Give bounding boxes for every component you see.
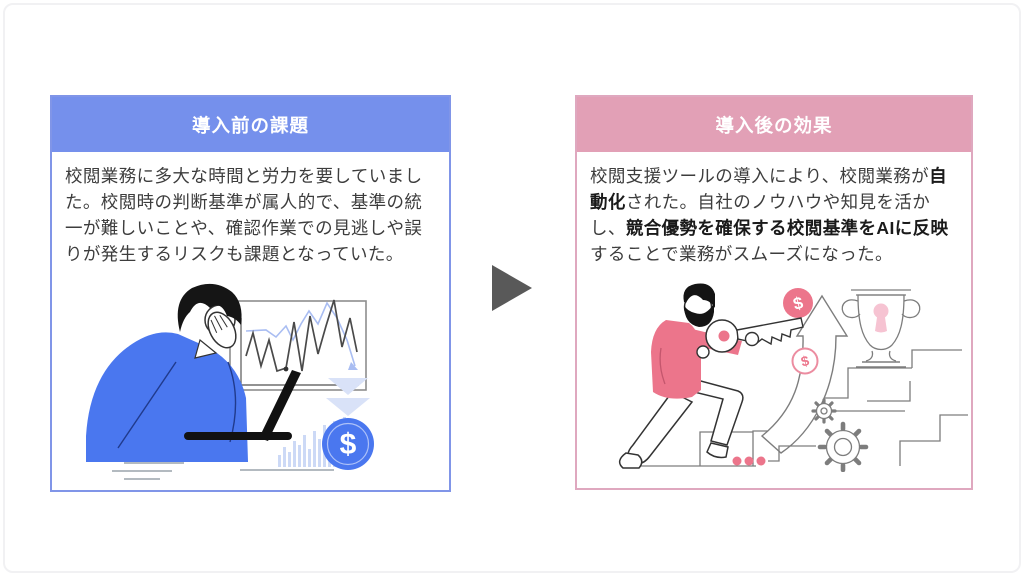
text-line: 一が難しいことや、確認作業での見逃しや誤 [65,218,423,238]
outer-frame [3,3,1021,573]
up-arrow-icon [760,294,849,454]
dollar-coin-icon: $ [322,418,374,470]
text-line: し、競合優勢を確保する校閲基準をAIに反映 [590,218,949,238]
double-down-arrow-icon [326,378,370,416]
climbing-person-illustration: $ $ [618,283,968,472]
laptop-icon [184,370,301,441]
text-line: りが発生するリスクも課題となっていた。 [65,244,404,264]
stressed-person-icon [86,283,248,462]
after-card-title: 導入後の効果 [715,114,833,136]
text-line: 校閲支援ツールの導入により、校閲業務が自 [590,166,947,186]
connector-line [768,445,816,462]
trophy-icon [841,289,921,368]
text-line: 校閲業務に多大な時間と労力を要していまし [65,166,423,186]
ellipsis-dots-icon [732,456,766,466]
dollar-symbol: $ [340,428,357,461]
after-card: 導入後の効果 校閲支援ツールの導入により、校閲業務が自動化された。自社のノウハウ… [575,95,973,490]
dollar-symbol: $ [799,352,811,369]
climbing-person-icon [618,283,804,469]
text-line: することで業務がスムーズになった。 [590,244,893,264]
before-card-title: 導入前の課題 [191,114,309,136]
text-line: た。校閲時の判断基準が属人的で、基準の統 [65,192,423,212]
before-card-body: 校閲業務に多大な時間と労力を要していました。校閲時の判断基準が属人的で、基準の統… [52,152,449,267]
stressed-person-illustration: $ [86,283,374,480]
before-card-header: 導入前の課題 [52,97,449,152]
after-card-header: 導入後の効果 [577,97,971,152]
dollar-coin-icon: $ [783,288,813,318]
before-card: 導入前の課題 校閲業務に多大な時間と労力を要していました。校閲時の判断基準が属人… [50,95,451,492]
gears-icon [811,398,869,472]
after-card-body: 校閲支援ツールの導入により、校閲業務が自動化された。自社のノウハウや知見を活かし… [577,152,971,267]
text-line: 動化された。自社のノウハウや知見を活か [590,192,931,212]
transition-arrow-icon [492,265,532,311]
dollar-coin-outline-icon: $ [791,347,819,375]
